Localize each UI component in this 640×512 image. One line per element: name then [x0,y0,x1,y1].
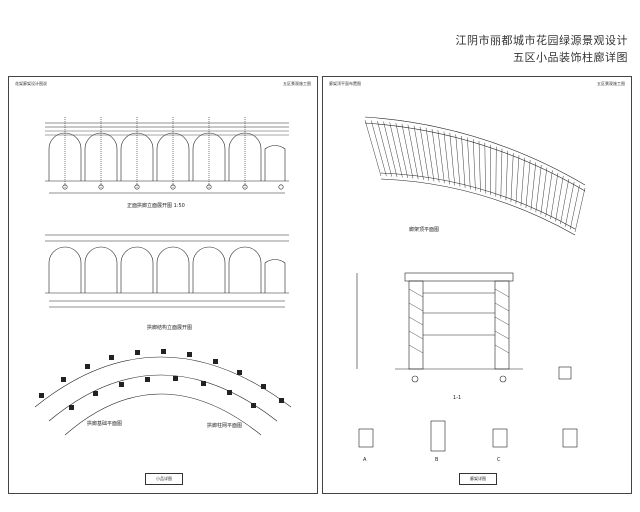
pergola-slat [484,142,486,194]
pergola-slat [530,162,537,211]
arcade-elevation-structure [45,234,289,308]
column-details [358,366,578,452]
pergola-slat [505,150,508,201]
left-sheet-footer-box: 小品详图 [145,473,183,485]
pergola-slat [525,159,531,209]
arcade-front-caption: 正面拱廊立面展开图 1:50 [127,202,185,209]
pergola-top-caption: 廊架顶平面图 [409,226,439,233]
right-sheet-footer-box: 廊架详图 [459,473,497,485]
pergola-slat [437,130,445,184]
pergola-slat [569,184,580,230]
pergola-slat [550,173,559,220]
detail-b-caption: B [435,457,439,463]
detail-a-caption: A [363,457,367,463]
pergola-slat [461,135,466,188]
pergola-slat [478,140,481,193]
pergola-slat [467,137,471,190]
left-sheet-header-right: 五区景观施工图 [283,81,311,86]
left-sheet-header-left: 花架廊架设计图说 [15,81,47,86]
pergola-slat [443,131,450,185]
drawing-title: 江阴市丽都城市花园绿源景观设计 [455,34,628,47]
pergola-slat [574,187,586,233]
pergola-slat [495,146,497,197]
section-caption: 1-1 [453,395,461,401]
left-drawing-sheet: 花架廊架设计图说 五区景观施工图 [8,76,318,494]
plan-foundation-caption: 拱廊基础平面图 [87,420,122,427]
pergola-slat [364,119,382,177]
left-sheet-drawing: 正面拱廊立面展开图 1:50 拱廊结构立面展开图 拱廊基础平面图 拱廊柱网平面图 [34,117,292,436]
detail-c-caption: C [497,457,501,463]
pergola-slat [472,139,476,191]
right-sheet-header-left: 廊架顶平面布置图 [329,81,361,86]
pergola-slat [407,124,419,180]
pergola-slat [540,167,548,215]
pergola-slat [500,148,503,199]
pergola-section [356,272,523,383]
pergola-slat [383,121,398,177]
arcade-elevation-front [45,117,289,194]
pergola-slat [395,122,408,178]
right-sheet-header-right: 五区景观施工图 [597,81,625,86]
pergola-slat [425,127,435,182]
right-drawing-sheet: 廊架顶平面布置图 五区景观施工图 [322,76,632,494]
pergola-slat [413,125,424,180]
pergola-slat [515,155,520,204]
pergola-slat [560,178,570,225]
pergola-slat [520,157,525,206]
arcade-structure-caption: 拱廊结构立面展开图 [147,324,192,331]
curved-colonnade-plan [34,349,292,436]
plan-column-caption: 拱廊柱网平面图 [207,422,242,429]
pergola-slat [419,126,430,181]
pergola-slat [535,164,542,213]
pergola-slat [389,122,403,178]
pergola-slat [545,170,553,217]
pergola-slat [455,134,461,187]
pergola-slat [401,123,414,179]
pergola-slat [555,175,564,222]
pergola-top-plan [364,116,586,236]
pergola-slat [510,152,514,203]
right-sheet-drawing: 廊架顶平面图 1-1 A B C [356,116,586,463]
pergola-slat [370,120,387,177]
drawing-subtitle: 五区小品装饰柱廊详图 [513,51,628,64]
pergola-slat [565,181,575,227]
pergola-slat [431,128,440,183]
pergola-slat [449,132,456,186]
pergola-slat [377,120,392,177]
